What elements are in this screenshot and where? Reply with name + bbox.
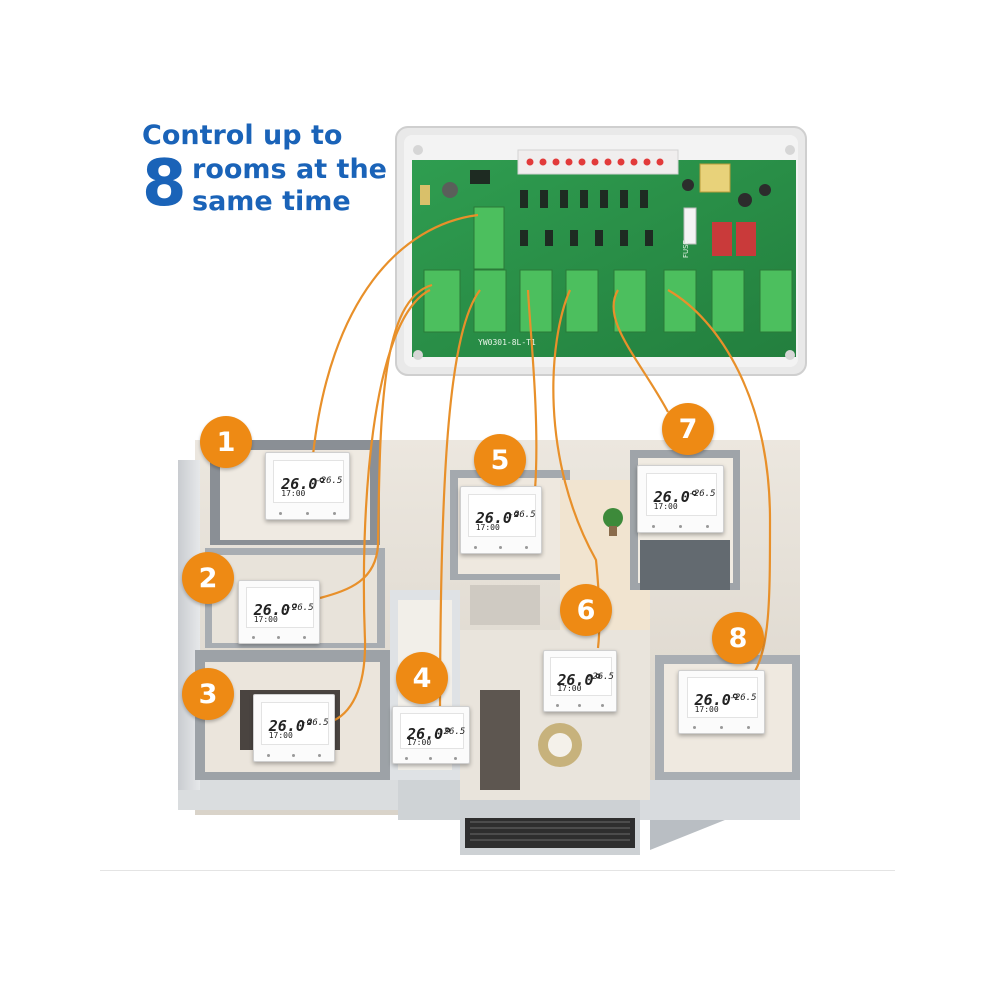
headline-number: 8 — [142, 147, 187, 221]
fuse-label: FUSE — [682, 240, 690, 258]
room-badge-8: 8 — [712, 612, 764, 664]
led-row — [526, 158, 664, 166]
relay — [736, 222, 756, 256]
terminal-blocks — [423, 206, 793, 333]
room-badge-7: 7 — [662, 403, 714, 455]
headline-line1: Control up to — [142, 120, 343, 151]
headline-line2: rooms at the — [192, 154, 387, 185]
room-badge-5: 5 — [474, 434, 526, 486]
fuse — [683, 207, 697, 245]
room-badge-3: 3 — [182, 668, 234, 720]
room-badge-4: 4 — [396, 652, 448, 704]
board-model-label: YW0301-8L-T1 — [478, 338, 536, 347]
room-badge-1: 1 — [200, 416, 252, 468]
divider — [100, 870, 895, 871]
headline-line3: same time — [192, 186, 351, 217]
room-badge-6: 6 — [560, 584, 612, 636]
controller-box: FUSE YW0301-8L-T1 — [395, 126, 807, 376]
relay — [712, 222, 732, 256]
room-badge-2: 2 — [182, 552, 234, 604]
